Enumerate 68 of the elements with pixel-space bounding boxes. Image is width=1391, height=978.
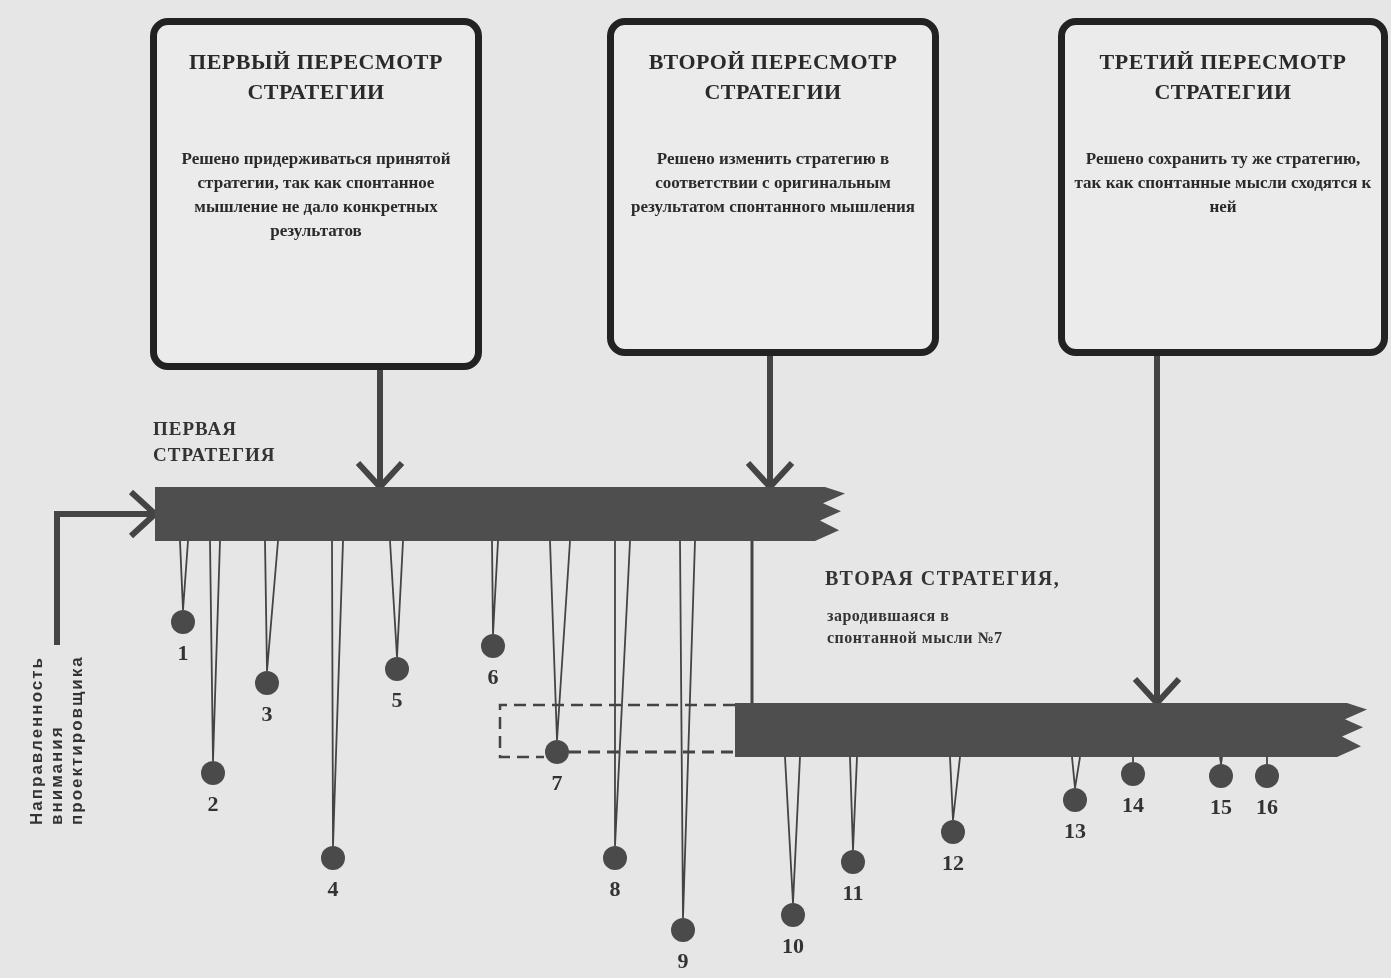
thread-line xyxy=(614,540,631,847)
thread-line xyxy=(264,540,279,672)
card-text: Решено изменить стратегию в соответствии с оригинальным результатом спонтанного мышления xyxy=(629,148,917,218)
thought-dot xyxy=(545,740,569,764)
strategy-label: ПЕРВАЯ СТРАТЕГИЯ xyxy=(153,417,277,467)
connector-line xyxy=(569,750,735,754)
thought-number: 10 xyxy=(782,933,804,959)
thought-number: 12 xyxy=(942,850,964,876)
thought-number: 5 xyxy=(391,687,403,713)
card-heading: ТРЕТИЙ ПЕРЕСМОТР СТРАТЕГИИ xyxy=(1098,48,1348,106)
strategy-bar xyxy=(735,703,1367,757)
connector-line xyxy=(750,541,754,703)
thought-number: 16 xyxy=(1256,794,1278,820)
thought-dot xyxy=(201,761,225,785)
review-card xyxy=(1058,18,1388,356)
thread-line xyxy=(1219,756,1223,765)
thought-number: 15 xyxy=(1210,794,1232,820)
thread-line xyxy=(179,540,189,611)
strategy-note: зародившаяся в спонтанной мысли №7 xyxy=(827,606,1004,648)
thought-number: 9 xyxy=(677,948,689,974)
thread-line xyxy=(1132,756,1134,763)
thread-line xyxy=(549,540,571,741)
thought-number: 6 xyxy=(487,664,499,690)
thought-number: 3 xyxy=(261,701,273,727)
axis-label: Направленность внимания проектировщика xyxy=(27,645,87,825)
thought-number: 13 xyxy=(1064,818,1086,844)
thought-dot xyxy=(1063,788,1087,812)
thread-line xyxy=(491,540,499,635)
card-text: Решено сохранить ту же стратегию, так как спонтанные мысли сходятся к ней xyxy=(1073,148,1373,218)
thought-dot xyxy=(481,634,505,658)
strategy-label: ВТОРАЯ СТРАТЕГИЯ, xyxy=(825,566,1062,591)
thread-line xyxy=(331,540,344,847)
arrow xyxy=(745,356,795,490)
card-heading: ПЕРВЫЙ ПЕРЕСМОТР СТРАТЕГИИ xyxy=(188,48,444,106)
thread-line xyxy=(784,756,801,904)
thread-line xyxy=(1266,756,1268,765)
thought-dot xyxy=(1121,762,1145,786)
thought-number: 2 xyxy=(207,791,219,817)
thought-dot xyxy=(1255,764,1279,788)
thought-number: 7 xyxy=(551,770,563,796)
thought-dot xyxy=(321,846,345,870)
card-text: Решено придерживаться принятой стратегии, так как спонтанное мышление не дало конкретных результатов xyxy=(180,148,452,242)
thought-number: 14 xyxy=(1122,792,1144,818)
card-heading: ВТОРОЙ ПЕРЕСМОТР СТРАТЕГИИ xyxy=(647,48,899,106)
thread-line xyxy=(389,540,404,658)
review-card xyxy=(150,18,482,370)
thread-line xyxy=(849,756,858,851)
thread-line xyxy=(949,756,961,821)
review-card xyxy=(607,18,939,356)
thought-dot xyxy=(385,657,409,681)
thought-dot xyxy=(603,846,627,870)
thread-line xyxy=(1071,756,1081,789)
thought-dot xyxy=(671,918,695,942)
thought-dot xyxy=(781,903,805,927)
thought-dot xyxy=(841,850,865,874)
thought-number: 11 xyxy=(842,880,864,906)
thread-line xyxy=(679,540,696,919)
thought-number: 4 xyxy=(327,876,339,902)
thought-dot xyxy=(941,820,965,844)
thought-dot xyxy=(1209,764,1233,788)
thought-dot xyxy=(171,610,195,634)
thread-line xyxy=(209,540,221,762)
arrow xyxy=(1132,356,1182,706)
strategy-bar xyxy=(155,487,845,541)
thought-number: 1 xyxy=(177,640,189,666)
thought-dot xyxy=(255,671,279,695)
arrow xyxy=(355,370,405,490)
thought-number: 8 xyxy=(609,876,621,902)
